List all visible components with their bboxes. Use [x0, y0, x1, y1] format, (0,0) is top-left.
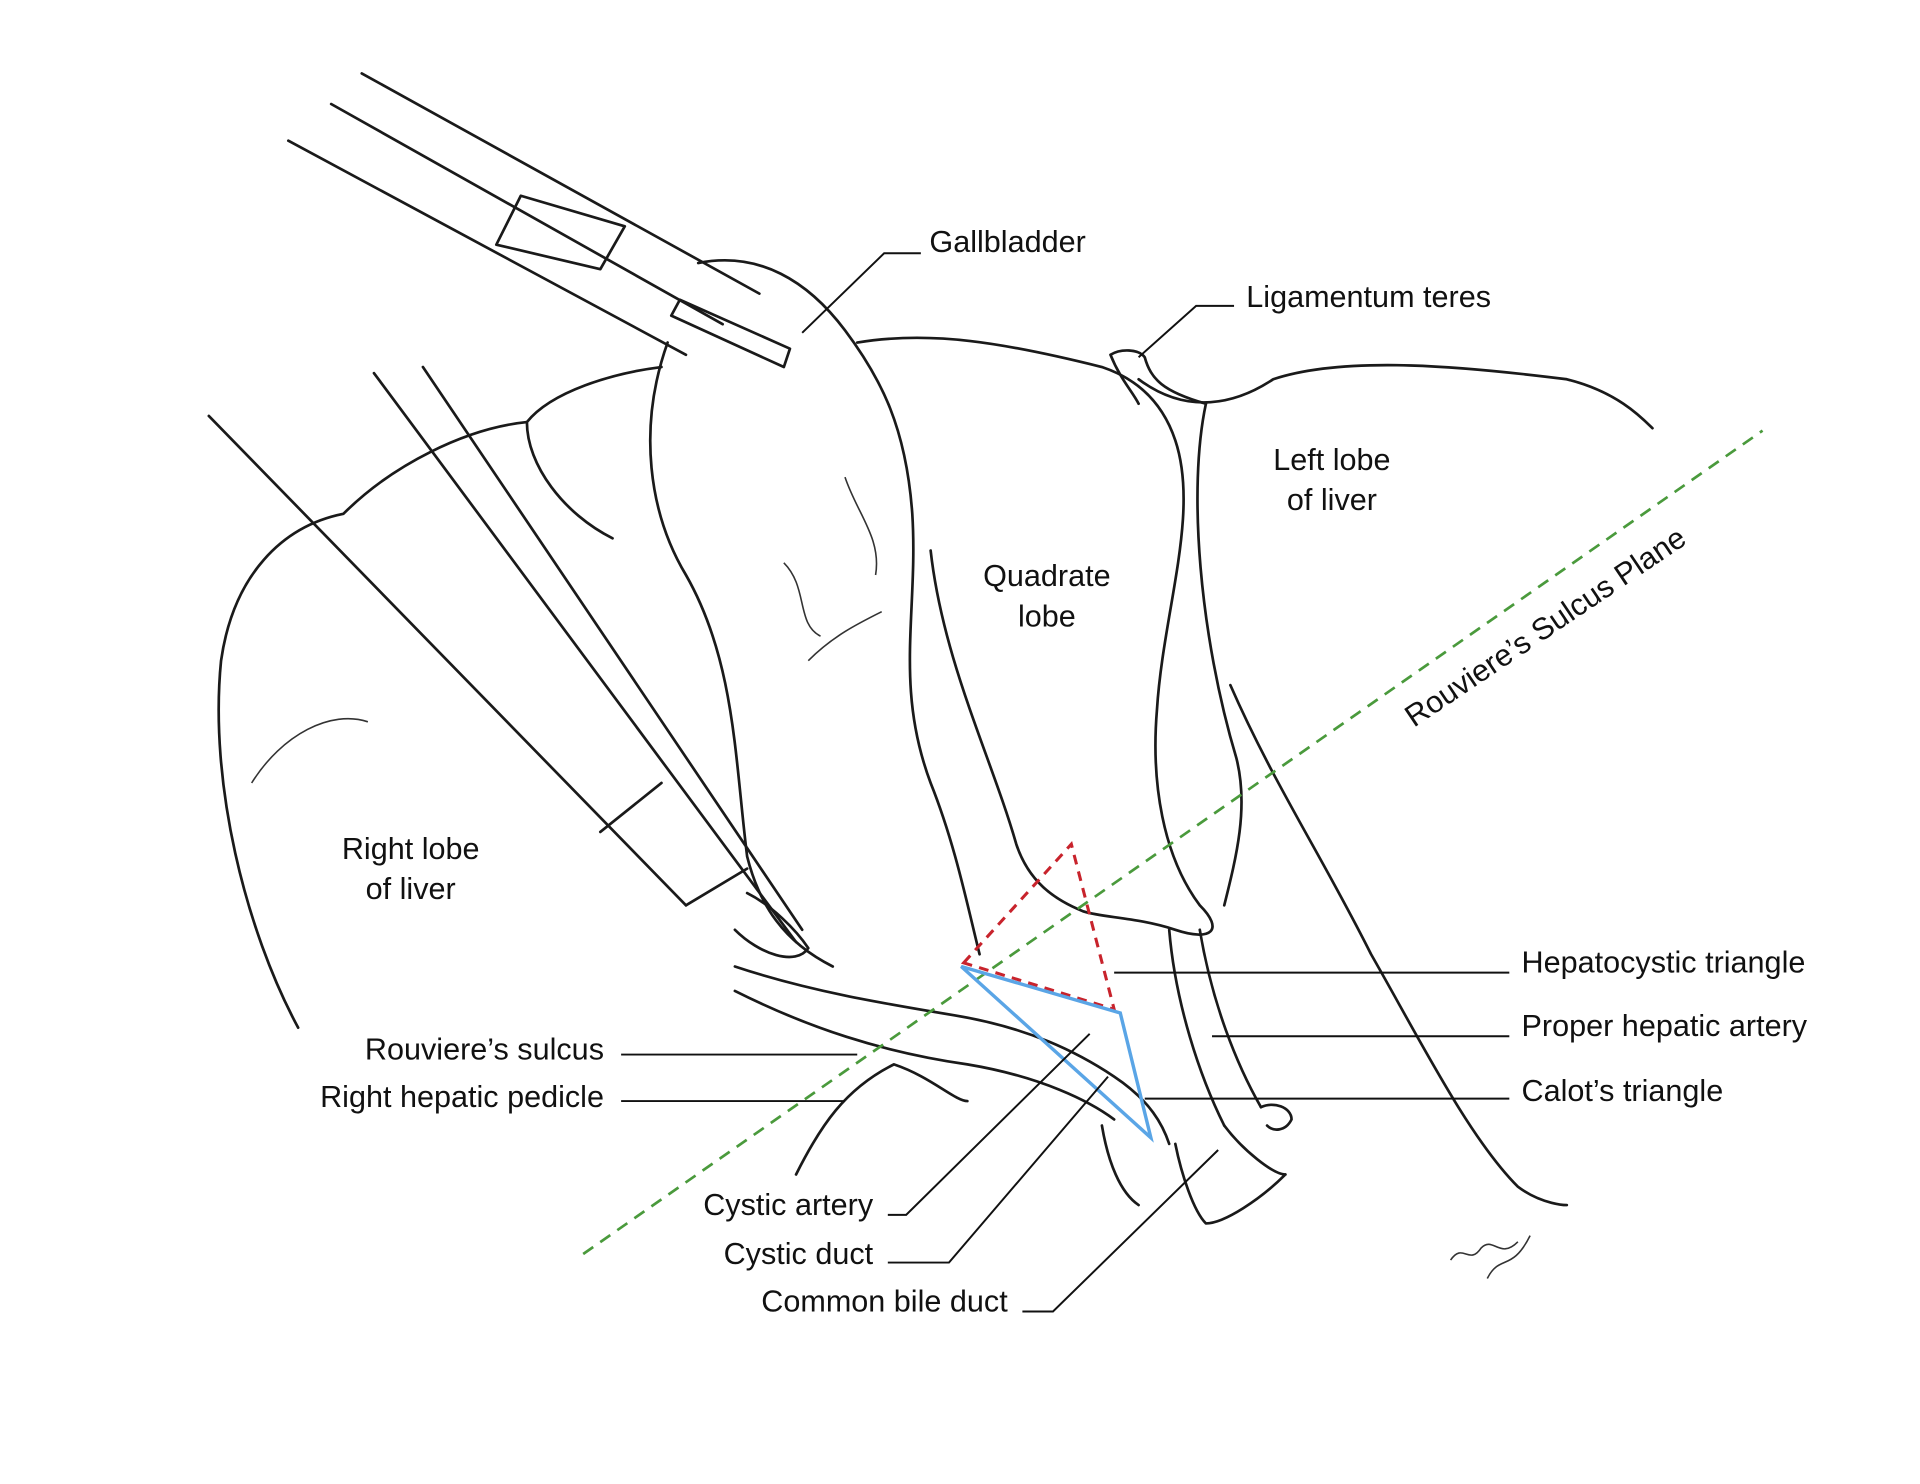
label-sulcus-plane: Rouviere’s Sulcus Plane — [1399, 521, 1692, 734]
label-quadrate-1: Quadrate — [983, 559, 1111, 593]
label-proper-hepatic-artery: Proper hepatic artery — [1522, 1009, 1808, 1043]
grasper-upper — [287, 72, 792, 369]
label-common-bile-duct: Common bile duct — [761, 1284, 1008, 1318]
label-right-lobe-1: Right lobe — [342, 832, 480, 866]
label-gallbladder: Gallbladder — [929, 225, 1085, 259]
rouviere-sulcus-plane-line — [582, 429, 1764, 1256]
calot-triangle-shape — [960, 964, 1154, 1143]
label-calot-triangle: Calot’s triangle — [1522, 1074, 1724, 1108]
hepatocystic-triangle-shape — [960, 841, 1117, 1012]
grasper-lower — [207, 365, 810, 959]
label-ligamentum-teres: Ligamentum teres — [1246, 280, 1491, 314]
label-quadrate-2: lobe — [1018, 599, 1076, 633]
label-rouviere-sulcus: Rouviere’s sulcus — [365, 1032, 604, 1066]
leader-lines — [621, 252, 1510, 1313]
label-right-lobe-2: of liver — [366, 872, 456, 906]
label-hepatocystic-triangle: Hepatocystic triangle — [1522, 946, 1806, 980]
artist-signature — [1449, 1235, 1531, 1279]
label-cystic-artery: Cystic artery — [703, 1188, 874, 1222]
label-left-lobe-2: of liver — [1287, 483, 1377, 517]
label-cystic-duct: Cystic duct — [724, 1237, 874, 1271]
label-right-hepatic-pedicle: Right hepatic pedicle — [320, 1080, 604, 1114]
label-left-lobe-1: Left lobe — [1273, 443, 1390, 477]
